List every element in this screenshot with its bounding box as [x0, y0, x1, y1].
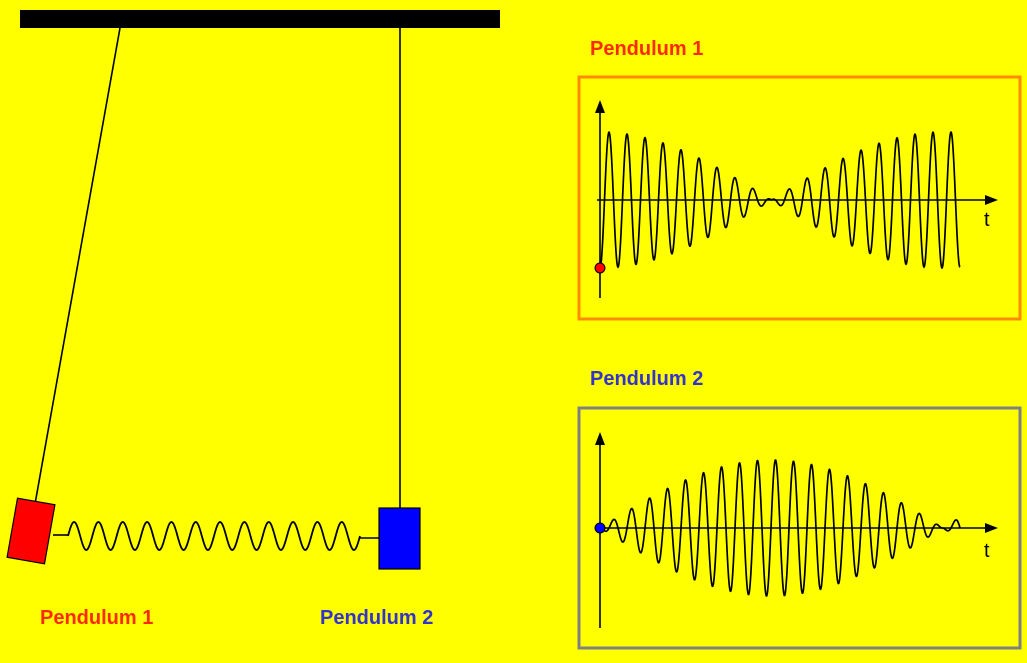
- graph-1-frame: [577, 75, 1022, 321]
- pendulum-1-bob[interactable]: [6, 497, 56, 565]
- pendulum-2-marker: [594, 522, 606, 534]
- pendulum-2-displacement-curve: [599, 459, 961, 597]
- graph-1-title: Pendulum 1: [590, 38, 704, 60]
- graph-1-time-axis-label: t: [984, 209, 990, 231]
- ceiling-bar: [20, 10, 500, 28]
- pendulum-1-label: Pendulum 1: [40, 607, 154, 629]
- pendulum-2-label: Pendulum 2: [320, 607, 434, 629]
- pendulum-1-string: [34, 27, 121, 505]
- graph-2-title: Pendulum 2: [590, 368, 704, 390]
- pendulum-1-displacement-curve: [599, 130, 961, 270]
- pendulum-2-bob[interactable]: [378, 507, 421, 570]
- graph-2-axes: t: [595, 432, 998, 628]
- graph-2-time-axis-label: t: [984, 540, 990, 562]
- graph-2-frame: [577, 406, 1022, 650]
- coil-spring-icon: [53, 521, 380, 551]
- pendulum-1-marker: [594, 262, 606, 274]
